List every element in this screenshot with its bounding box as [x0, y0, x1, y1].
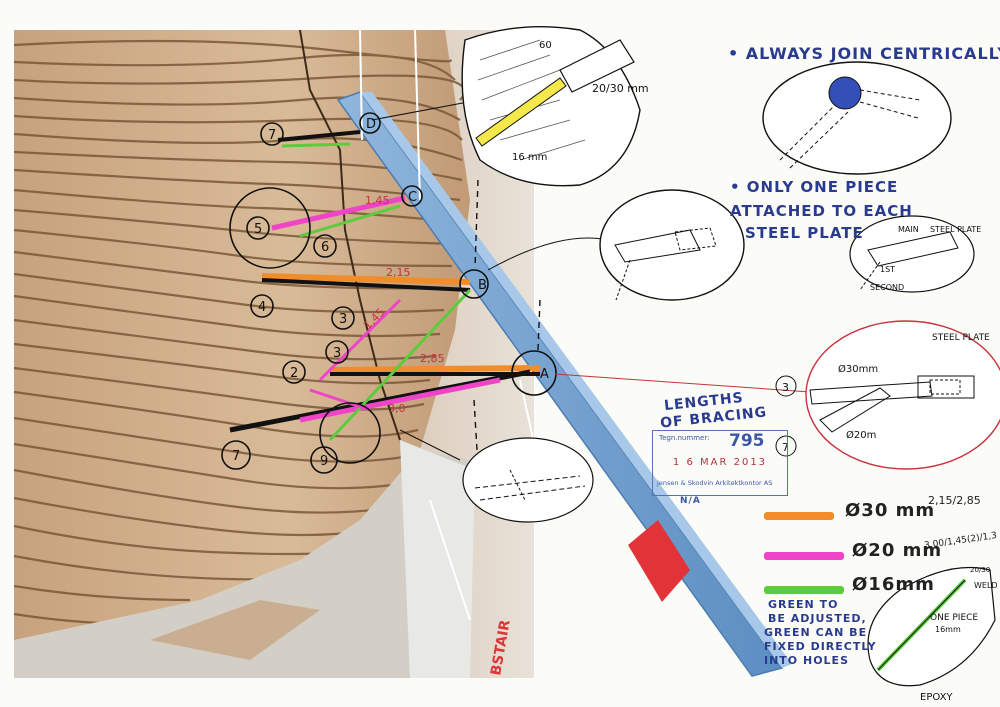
length-label: 2,85	[420, 352, 445, 365]
green-note-line: BE ADJUSTED,	[768, 612, 867, 625]
circle-label: 3	[333, 346, 341, 361]
detail-epoxy: ONE PIECE 16mm WELD 20/30 EPOXY	[867, 566, 998, 703]
detail-top: 60 20/30 mm 16 mm	[461, 25, 649, 187]
detail-lower	[462, 437, 594, 523]
main-label: MAIN	[898, 225, 919, 234]
steel-plate-label: STEEL PLATE	[930, 225, 981, 234]
stamp-label: Tegn.nummer:	[659, 434, 710, 442]
legend-label-20: Ø20 mm	[852, 540, 943, 561]
weld-label: WELD	[974, 581, 998, 590]
note-only-one-3: STEEL PLATE	[745, 224, 864, 242]
circle-label: 9	[320, 454, 328, 469]
first-label: 1ST	[880, 265, 895, 274]
legend-label-16: Ø16mm	[852, 574, 935, 595]
red-tag	[628, 520, 690, 602]
joint-plate-label: STEEL PLATE	[932, 333, 990, 343]
circle-label: 2	[290, 366, 298, 381]
joint-d30-label: Ø30mm	[838, 363, 878, 375]
circle-label: 4	[258, 300, 266, 315]
green-note-line: INTO HOLES	[764, 654, 849, 667]
green-note-line: FIXED DIRECTLY	[764, 640, 877, 653]
detail-one-piece: MAIN STEEL PLATE 1ST SECOND	[849, 215, 981, 293]
note-always-join: • ALWAYS JOIN CENTRICALLY	[728, 44, 1000, 63]
circle-label: 3	[339, 312, 347, 327]
joint-d20-label: Ø20m	[846, 429, 876, 441]
detail-joint: 3 7 STEEL PLATE Ø30mm Ø20m	[775, 320, 1000, 470]
legend-lengths-30: 2,15/2,85	[928, 494, 981, 507]
legend-swatch-green	[764, 586, 844, 594]
layer-lines	[13, 39, 466, 626]
length-label: 3,0	[388, 402, 406, 415]
note-only-one-2: ATTACHED TO EACH	[730, 202, 913, 220]
circle-label: 7	[232, 449, 240, 464]
node-label-b: B	[478, 278, 487, 293]
node-label-c: C	[408, 190, 417, 205]
drawing-stamp: Tegn.nummer: 795 1 6 MAR 2013 Jensen & S…	[652, 430, 788, 496]
epoxy-dim-label: 20/30	[970, 566, 990, 574]
note-only-one-1: • ONLY ONE PIECE	[730, 178, 899, 196]
length-label: 1,45	[365, 194, 390, 207]
node-label-d: D	[366, 117, 376, 132]
circle-label: 7	[268, 128, 276, 143]
circle-label: 6	[321, 240, 329, 255]
second-label: SECOND	[870, 283, 904, 292]
detail-plate	[599, 189, 745, 301]
one-piece-label: ONE PIECE	[930, 613, 978, 623]
detail-centric	[762, 61, 952, 175]
pipe-label: 20/30 mm	[592, 82, 649, 95]
node-label-a: A	[540, 367, 549, 382]
stamp-number: 795	[729, 431, 765, 451]
dim-60-label: 60	[539, 40, 552, 51]
green-note-line: GREEN TO	[768, 598, 839, 611]
joint-node-7: 7	[782, 441, 789, 454]
stamp-firm: Jensen & Skodvin Arkitektkontor AS	[657, 479, 773, 487]
epoxy-label: EPOXY	[920, 692, 953, 703]
epoxy-size-label: 16mm	[935, 625, 961, 634]
length-label: 2,15	[386, 266, 411, 279]
joint-node-3: 3	[782, 381, 789, 394]
stamp-date: 1 6 MAR 2013	[672, 457, 768, 468]
legend-swatch-pink	[764, 552, 844, 560]
legend-label-30: Ø30 mm	[845, 500, 936, 521]
stamp-na: N/A	[680, 496, 701, 506]
legend-swatch-orange	[764, 512, 834, 520]
bar-label: 16 mm	[512, 152, 547, 163]
green-note-line: GREEN CAN BE	[764, 626, 868, 639]
circle-label: 5	[254, 222, 262, 237]
